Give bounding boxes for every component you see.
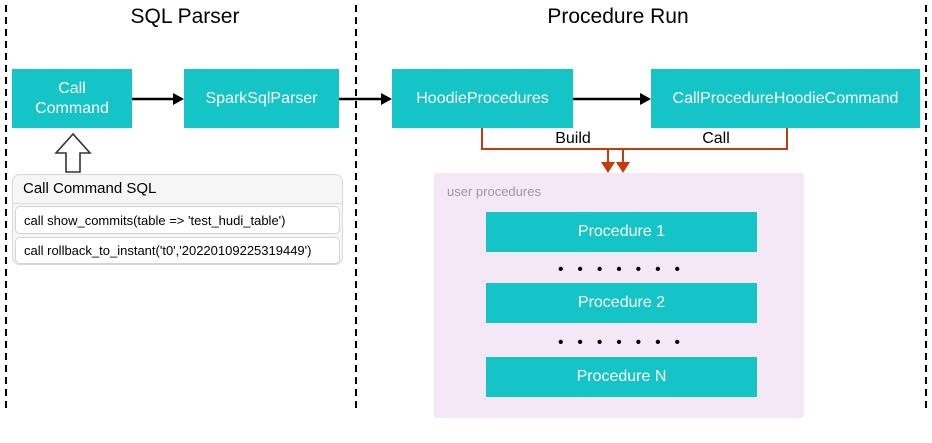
ellipsis-dots: • • • • • • • — [558, 334, 685, 351]
sql-statement-rollback-to-instant: call rollback_to_instant('t0','202201092… — [15, 237, 340, 264]
edge-label-build: Build — [555, 130, 591, 147]
arrow-sparksqlparser-to-hoodieprocedures — [339, 93, 392, 105]
sql-statement-show-commits: call show_commits(table => 'test_hudi_ta… — [15, 206, 340, 234]
call-command-sql-panel: Call Command SQL call show_commits(table… — [12, 174, 343, 265]
red-connectors — [481, 127, 788, 173]
user-procedures-label: user procedures — [447, 184, 541, 199]
node-procedure-n: Procedure N — [486, 357, 757, 397]
node-procedure-2: Procedure 2 — [486, 283, 757, 323]
node-call-command: Call Command — [12, 69, 132, 128]
arrow-hoodieprocedures-to-callprocedurehoodiecommand — [573, 93, 651, 105]
section-title-procedure-run: Procedure Run — [547, 5, 689, 28]
arrow-callcommand-to-sparksqlparser — [132, 93, 184, 105]
section-title-sql-parser: SQL Parser — [130, 5, 240, 28]
node-procedure-1: Procedure 1 — [486, 212, 757, 252]
up-arrow-icon — [54, 132, 92, 173]
node-hoodieprocedures: HoodieProcedures — [392, 69, 573, 128]
node-sparksqlparser: SparkSqlParser — [184, 69, 339, 128]
sql-panel-title: Call Command SQL — [13, 175, 342, 204]
user-procedures-container: user procedures Procedure 1 • • • • • • … — [434, 173, 804, 418]
red-arrowhead-call — [616, 162, 630, 173]
red-arrowhead-build — [601, 162, 615, 173]
edge-label-call: Call — [702, 130, 730, 147]
ellipsis-dots: • • • • • • • — [558, 261, 685, 278]
node-callprocedurehoodiecommand: CallProcedureHoodieCommand — [651, 69, 920, 128]
